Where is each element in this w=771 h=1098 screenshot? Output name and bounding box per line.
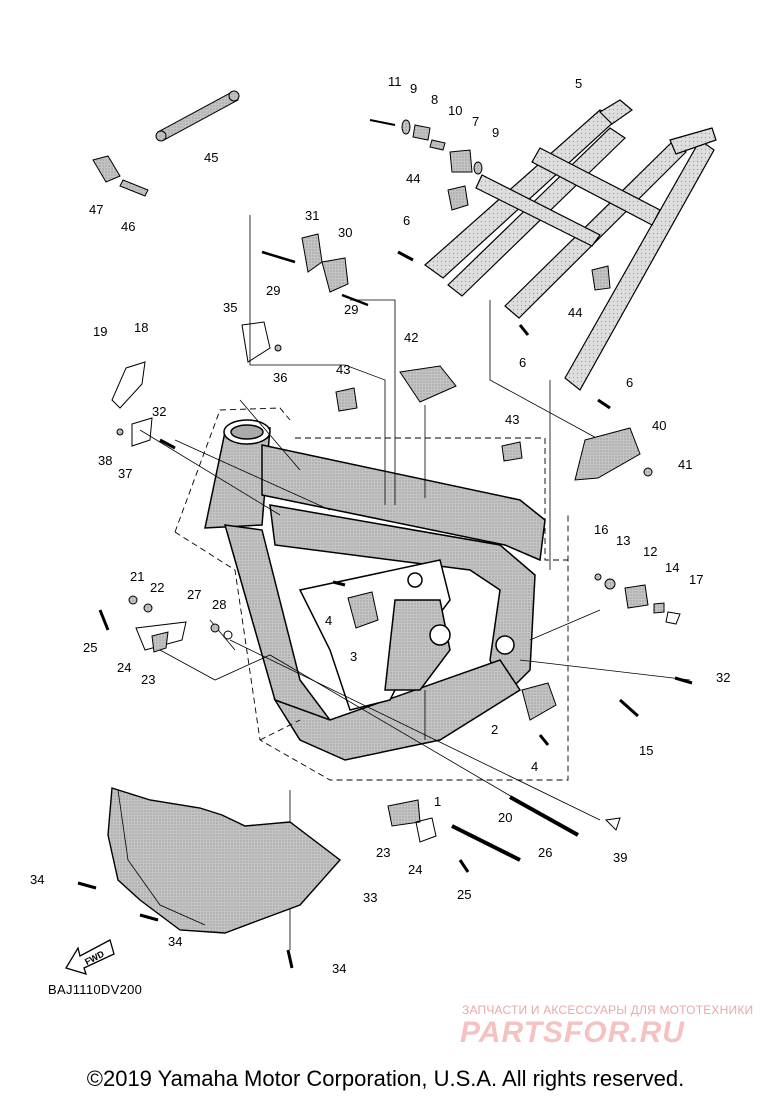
callout-4a: 4 — [325, 613, 332, 628]
callout-42: 42 — [404, 330, 418, 345]
callout-36: 36 — [273, 370, 287, 385]
group-dashed-lines — [174, 407, 569, 781]
callout-14: 14 — [665, 560, 679, 575]
callout-24a: 24 — [117, 660, 131, 675]
callout-40: 40 — [652, 418, 666, 433]
callout-23a: 23 — [141, 672, 155, 687]
callout-8: 8 — [431, 92, 438, 107]
callout-19: 19 — [93, 324, 107, 339]
callout-6a: 6 — [403, 213, 410, 228]
small-parts — [77, 90, 693, 969]
callout-34c: 34 — [332, 961, 346, 976]
callout-11: 11 — [388, 74, 402, 89]
callout-22: 22 — [150, 580, 164, 595]
callout-44a: 44 — [406, 171, 420, 186]
callout-38: 38 — [98, 453, 112, 468]
callout-5: 5 — [575, 76, 582, 91]
callout-34a: 34 — [30, 872, 44, 887]
callout-27: 27 — [187, 587, 201, 602]
callout-2: 2 — [491, 722, 498, 737]
callout-23b: 23 — [376, 845, 390, 860]
callout-4b: 4 — [531, 759, 538, 774]
callout-35: 35 — [223, 300, 237, 315]
drawing-code: BAJ1110DV200 — [48, 982, 143, 997]
callout-29b: 29 — [344, 302, 358, 317]
callout-21: 21 — [130, 569, 144, 584]
callout-37: 37 — [118, 466, 132, 481]
callout-6b: 6 — [519, 355, 526, 370]
skid-plate — [107, 787, 342, 934]
callout-25b: 25 — [457, 887, 471, 902]
callout-43b: 43 — [505, 412, 519, 427]
callout-47: 47 — [89, 202, 103, 217]
callout-6c: 6 — [626, 375, 633, 390]
callout-12: 12 — [643, 544, 657, 559]
callout-9: 9 — [410, 81, 417, 96]
callout-30: 30 — [338, 225, 352, 240]
callout-7: 7 — [472, 114, 479, 129]
fwd-arrow-icon: FWD — [65, 939, 115, 975]
callout-17: 17 — [689, 572, 703, 587]
callout-33: 33 — [363, 890, 377, 905]
callout-3: 3 — [350, 649, 357, 664]
rear-sub-frame — [424, 99, 717, 391]
callout-18: 18 — [134, 320, 148, 335]
callout-41: 41 — [678, 457, 692, 472]
callout-44b: 44 — [568, 305, 582, 320]
callout-24b: 24 — [408, 862, 422, 877]
callout-9b: 9 — [492, 125, 499, 140]
callout-32b: 32 — [716, 670, 730, 685]
callout-labels: 11 9 8 10 7 9 5 45 47 46 44 6 31 30 29 2… — [30, 74, 730, 976]
callout-45: 45 — [204, 150, 218, 165]
watermark-logo: PARTSFOR.RU — [460, 1016, 685, 1049]
callout-1: 1 — [434, 794, 441, 809]
watermark-tagline: ЗАПЧАСТИ И АКСЕССУАРЫ ДЛЯ МОТОТЕХНИКИ — [462, 1003, 754, 1017]
leader-lines — [139, 215, 691, 950]
callout-28: 28 — [212, 597, 226, 612]
callout-13: 13 — [616, 533, 630, 548]
copyright-notice: ©2019 Yamaha Motor Corporation, U.S.A. A… — [86, 1066, 685, 1091]
callout-26: 26 — [538, 845, 552, 860]
callout-43a: 43 — [336, 362, 350, 377]
main-frame — [204, 419, 546, 761]
callout-16: 16 — [594, 522, 608, 537]
callout-20: 20 — [498, 810, 512, 825]
callout-31: 31 — [305, 208, 319, 223]
callout-29a: 29 — [266, 283, 280, 298]
callout-46: 46 — [121, 219, 135, 234]
callout-32a: 32 — [152, 404, 166, 419]
callout-39: 39 — [613, 850, 627, 865]
callout-25a: 25 — [83, 640, 97, 655]
callout-15: 15 — [639, 743, 653, 758]
callout-34b: 34 — [168, 934, 182, 949]
callout-10: 10 — [448, 103, 462, 118]
